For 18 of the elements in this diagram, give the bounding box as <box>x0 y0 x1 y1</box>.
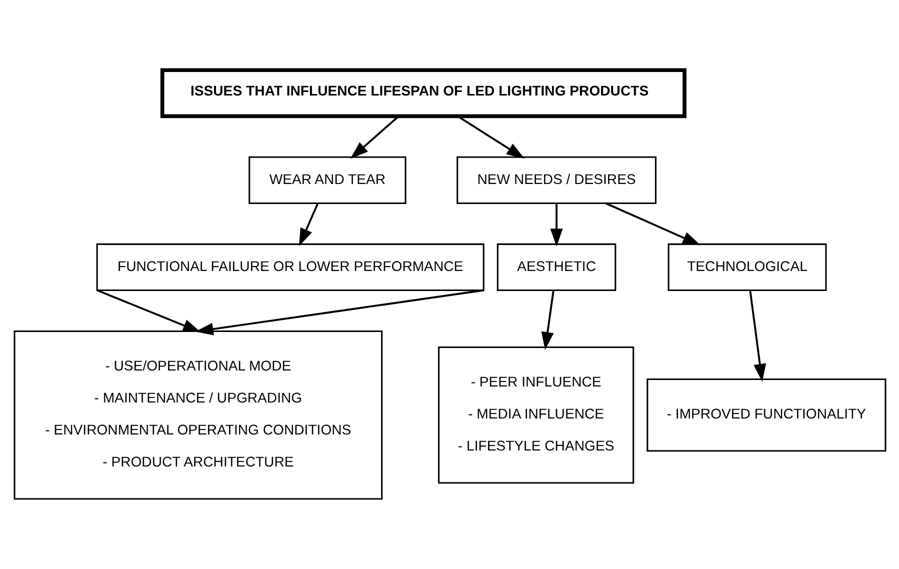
node-box: ISSUES THAT INFLUENCE LIFESPAN OF LED LIGHTING PRODUCTS <box>160 68 686 118</box>
node-box: - PEER INFLUENCE - MEDIA INFLUENCE - LIFESTYLE CHANGES <box>438 346 634 484</box>
arrow <box>605 202 700 246</box>
node-box: - USE/OPERATIONAL MODE - MAINTENANCE / UPGRADING - ENVIRONMENTAL OPERATING CONDITIONS - PRODUCT ARCHITECTURE <box>13 330 382 500</box>
node-box: - IMPROVED FUNCTIONALITY <box>646 378 886 452</box>
arrow <box>457 116 524 159</box>
node-box: AESTHETIC <box>496 243 616 292</box>
node-box: NEW NEEDS / DESIRES <box>456 156 656 204</box>
arrow <box>194 289 484 336</box>
arrow <box>748 290 766 382</box>
node-box: FUNCTIONAL FAILURE OR LOWER PERFORMANCE <box>96 243 484 292</box>
arrow <box>540 290 554 350</box>
arrow <box>96 289 200 332</box>
arrow <box>350 116 398 159</box>
node-box: WEAR AND TEAR <box>248 156 406 204</box>
arrow <box>298 203 318 246</box>
node-box: TECHNOLOGICAL <box>667 243 826 292</box>
arrow <box>550 204 562 247</box>
